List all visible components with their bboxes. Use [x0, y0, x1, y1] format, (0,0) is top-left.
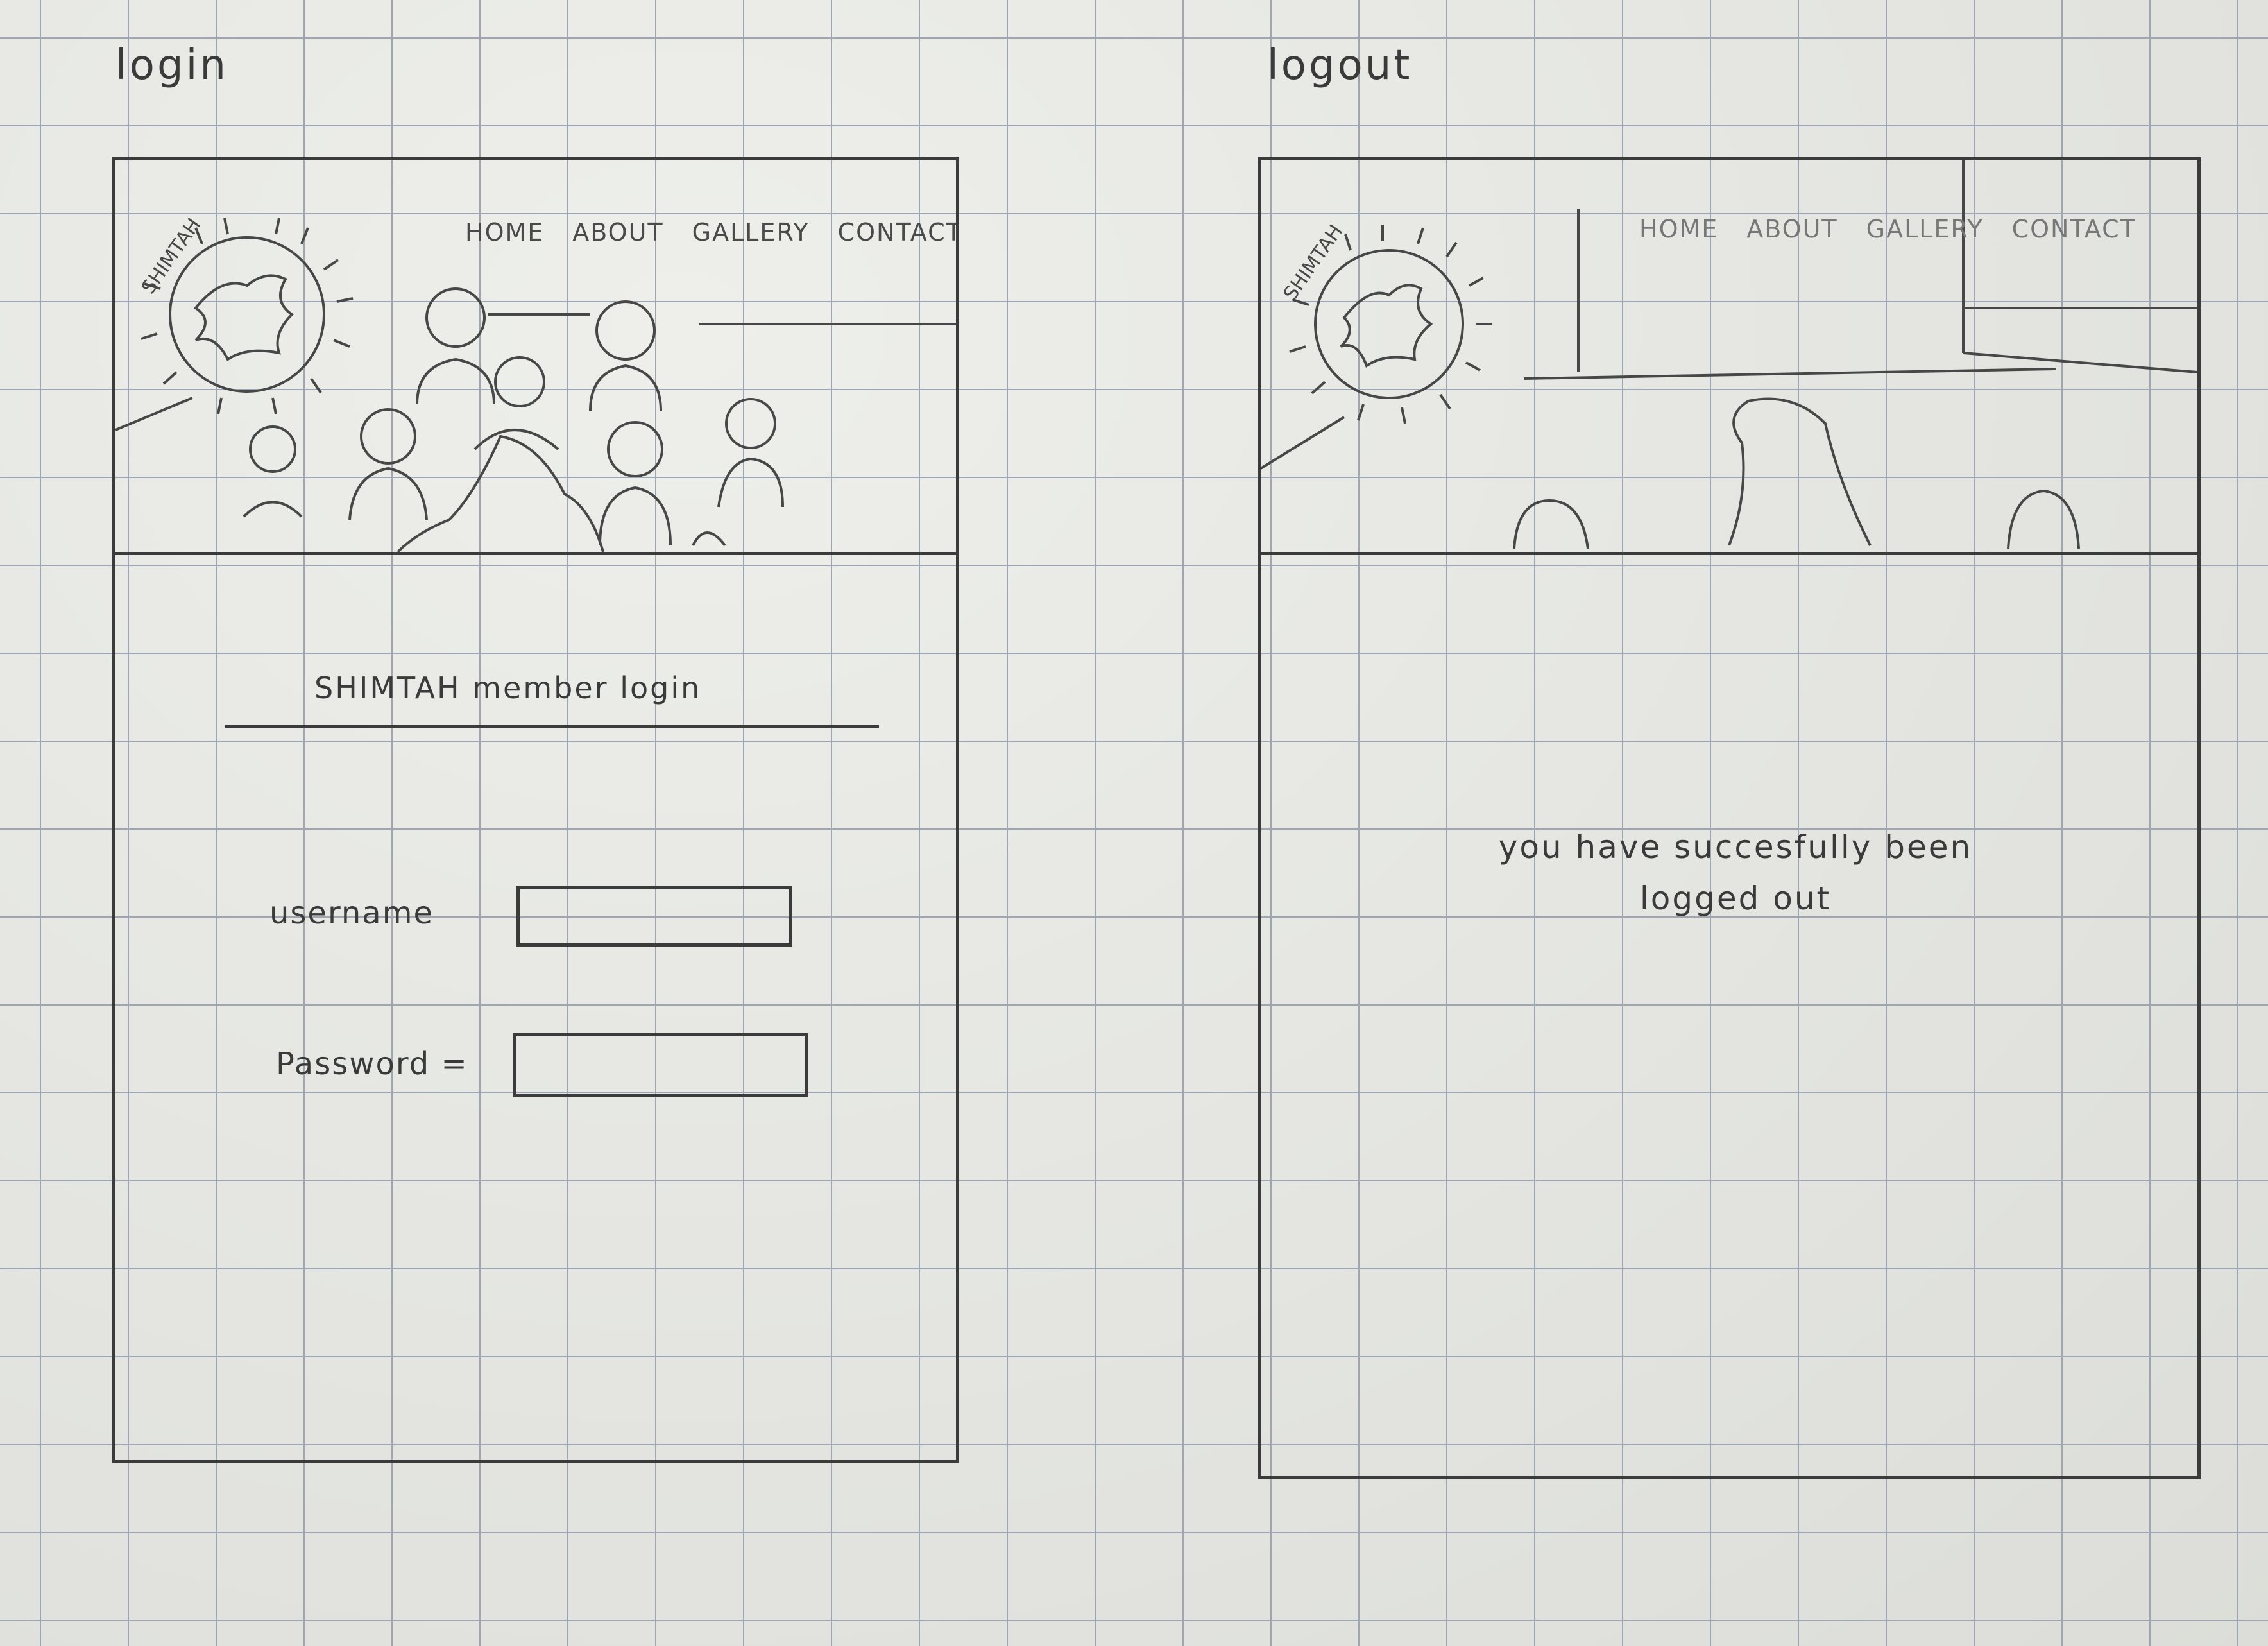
login-nav: HOME ABOUT GALLERY CONTACT — [465, 218, 956, 246]
login-header: SHIMTAH HOME ABOUT GALLERY CONTACT — [115, 160, 956, 555]
logout-header: SHIMTAH HOME ABOUT GALLERY CONTACT — [1261, 160, 2197, 555]
nav-about[interactable]: ABOUT — [572, 218, 664, 246]
login-title-underline — [225, 725, 879, 728]
logout-page-frame: SHIMTAH HOME ABOUT GALLERY CONTACT you h… — [1258, 157, 2201, 1479]
logout-message: you have succesfully been logged out — [1415, 821, 2056, 924]
password-field[interactable] — [513, 1033, 808, 1097]
logout-message-line-1: you have succesfully been — [1498, 828, 1973, 866]
nav-gallery[interactable]: GALLERY — [692, 218, 810, 246]
nav-home[interactable]: HOME — [465, 218, 545, 246]
logout-message-line-2: logged out — [1639, 880, 1832, 917]
crowd-illustration — [115, 287, 956, 552]
logout-nav: HOME ABOUT GALLERY CONTACT — [1639, 215, 2165, 243]
username-label: username — [269, 895, 434, 931]
login-caption: login — [115, 42, 228, 89]
nav-about[interactable]: ABOUT — [1746, 215, 1838, 243]
login-page-frame: SHIMTAH HOME ABOUT GALLERY CONTACT SHIMT… — [112, 157, 959, 1463]
password-label: Password = — [276, 1046, 468, 1082]
nav-contact[interactable]: CONTACT — [837, 218, 956, 246]
shimtah-logo-icon: SHIMTAH — [1279, 221, 1492, 424]
login-form-title: SHIMTAH member login — [314, 671, 702, 705]
nav-gallery[interactable]: GALLERY — [1866, 215, 1984, 243]
logout-caption: logout — [1267, 42, 1413, 89]
logo-text: SHIMTAH — [1279, 221, 1347, 305]
shimtah-logo-icon: SHIMTAH — [137, 214, 354, 415]
username-field[interactable] — [516, 886, 792, 947]
nav-contact[interactable]: CONTACT — [2011, 215, 2136, 243]
nav-home[interactable]: HOME — [1639, 215, 1719, 243]
hills-illustration — [1261, 160, 2197, 549]
